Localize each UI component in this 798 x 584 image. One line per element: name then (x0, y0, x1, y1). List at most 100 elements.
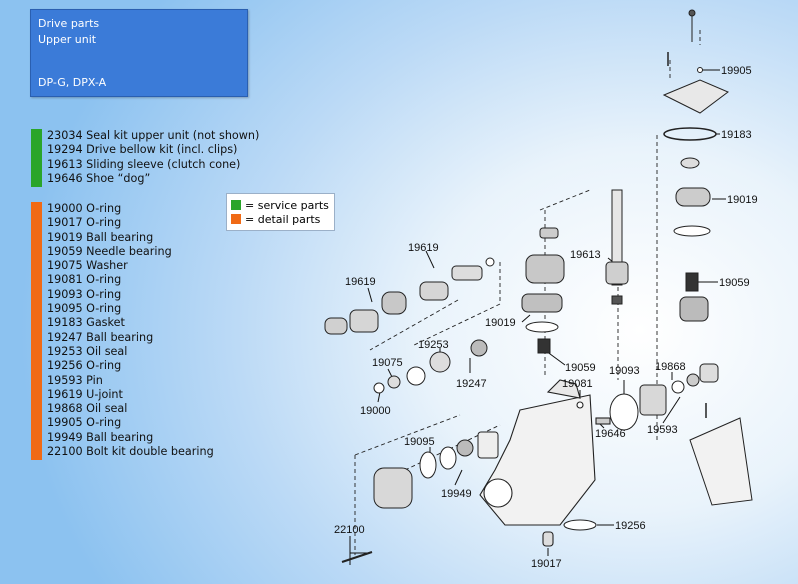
list-item: 19949 Ball bearing (47, 430, 154, 444)
legend-detail-label: = detail parts (245, 213, 321, 226)
race-lower (525, 321, 559, 333)
callout-19081: 19081 (562, 378, 593, 390)
list-item: 19093 O-ring (47, 287, 122, 301)
callout-19868: 19868 (655, 361, 686, 373)
shoe-19646 (595, 417, 611, 425)
oil-seal-19253 (429, 351, 451, 373)
callout-19059-lower: 19059 (565, 362, 596, 374)
o-ring-19093 (609, 393, 639, 431)
callout-19019-lower: 19019 (485, 317, 516, 329)
list-item: 23034 Seal kit upper unit (not shown) (47, 129, 260, 142)
coupling (381, 291, 407, 315)
sliding-sleeve-19613 (605, 261, 629, 285)
callout-19949: 19949 (441, 488, 472, 500)
o-ring-19017 (542, 531, 554, 547)
drive-bellow (689, 417, 753, 506)
o-ring-19095 (419, 451, 437, 479)
title-line-1: Drive parts (38, 17, 100, 30)
bolt-22100 (341, 551, 373, 563)
legend-service-label: = service parts (245, 199, 329, 212)
dipstick-knob (688, 9, 696, 17)
list-item: 19183 Gasket (47, 316, 125, 330)
callout-19019-upper: 19019 (727, 194, 758, 206)
cone-ring (539, 227, 559, 239)
gasket-19183 (663, 127, 717, 141)
shaft-collar (611, 295, 623, 305)
ball-bearing-19019-upper (675, 187, 711, 207)
callout-19183: 19183 (721, 129, 752, 141)
callout-19613: 19613 (570, 249, 601, 261)
callout-labels: 19905 19183 19019 19059 19613 19619 1961… (334, 65, 758, 570)
service-parts-list: 23034 Seal kit upper unit (not shown) 19… (31, 129, 260, 187)
list-item: 19619 U-joint (47, 387, 123, 401)
callout-19253: 19253 (418, 339, 449, 351)
legend-detail: = detail parts (231, 213, 320, 226)
upper-washer (680, 157, 700, 169)
callout-19247: 19247 (456, 378, 487, 390)
title-line-3: DP-G, DPX-A (38, 76, 107, 89)
bearing-housing (373, 467, 413, 509)
callout-19075: 19075 (372, 357, 403, 369)
top-cover (662, 79, 729, 114)
main-housing (479, 379, 611, 547)
o-ring-19905 (697, 67, 703, 73)
service-swatch (231, 200, 241, 210)
list-item: 19646 Shoe “dog” (47, 171, 151, 185)
list-item: 19256 O-ring (47, 359, 122, 373)
legend-service: = service parts (231, 199, 329, 212)
callout-19256: 19256 (615, 520, 646, 532)
bearing-right (686, 373, 700, 387)
o-ring-19256 (563, 519, 597, 531)
oil-seal-19868 (671, 380, 685, 394)
ball-bearing-19949 (456, 439, 474, 457)
housing-neck (546, 379, 581, 399)
bearing-race (673, 225, 711, 237)
detail-color-bar (31, 202, 42, 460)
list-item: 19294 Drive bellow kit (incl. clips) (47, 143, 238, 157)
legend: = service parts = detail parts (226, 193, 335, 231)
list-item: 19081 O-ring (47, 273, 122, 287)
list-item: 19017 O-ring (47, 216, 122, 230)
u-joint-19619-right (419, 281, 449, 301)
list-item: 19613 Sliding sleeve (clutch cone) (47, 157, 241, 171)
detail-swatch (231, 214, 241, 224)
washer-19075 (387, 375, 401, 389)
callout-19093: 19093 (609, 365, 640, 377)
ring-mid (439, 446, 457, 470)
cover-plate (477, 431, 499, 459)
u-joint-19619-left (349, 309, 379, 333)
list-item: 19059 Needle bearing (47, 244, 172, 258)
lower-left-parts (341, 431, 499, 563)
vertical-shaft (611, 189, 623, 286)
side-parts (609, 363, 753, 506)
callout-19619-left: 19619 (345, 276, 376, 288)
callout-19000: 19000 (360, 405, 391, 417)
detail-parts-list: 19000 O-ring 19017 O-ring 19019 Ball bea… (31, 202, 214, 460)
list-item: 19253 Oil seal (47, 344, 128, 358)
list-item: 19593 Pin (47, 373, 103, 387)
title-box: Drive parts Upper unit DP-G, DPX-A (30, 9, 248, 97)
callout-19017: 19017 (531, 558, 562, 570)
needle-bearing-19059-lower (537, 338, 551, 354)
callout-19646: 19646 (595, 428, 626, 440)
service-color-bar (31, 129, 42, 187)
list-item: 19905 O-ring (47, 416, 122, 430)
yoke-end-right (451, 265, 483, 281)
list-item: 19247 Ball bearing (47, 330, 154, 344)
needle-bearing-19059-upper (685, 272, 699, 292)
title-line-2: Upper unit (38, 33, 97, 46)
upper-cover-parts (662, 9, 729, 322)
list-item: 19019 Ball bearing (47, 230, 154, 244)
housing-bore (483, 478, 513, 508)
callout-19619-right: 19619 (408, 242, 439, 254)
list-item: 19868 Oil seal (47, 402, 128, 416)
list-item: 19075 Washer (47, 259, 128, 273)
ball-bearing-19247 (470, 339, 488, 357)
callout-19905: 19905 (721, 65, 752, 77)
o-ring-19000 (373, 382, 385, 394)
end-ring (485, 257, 495, 267)
snap-ring (406, 366, 426, 386)
list-item: 19000 O-ring (47, 202, 122, 215)
callout-19059-upper: 19059 (719, 277, 750, 289)
